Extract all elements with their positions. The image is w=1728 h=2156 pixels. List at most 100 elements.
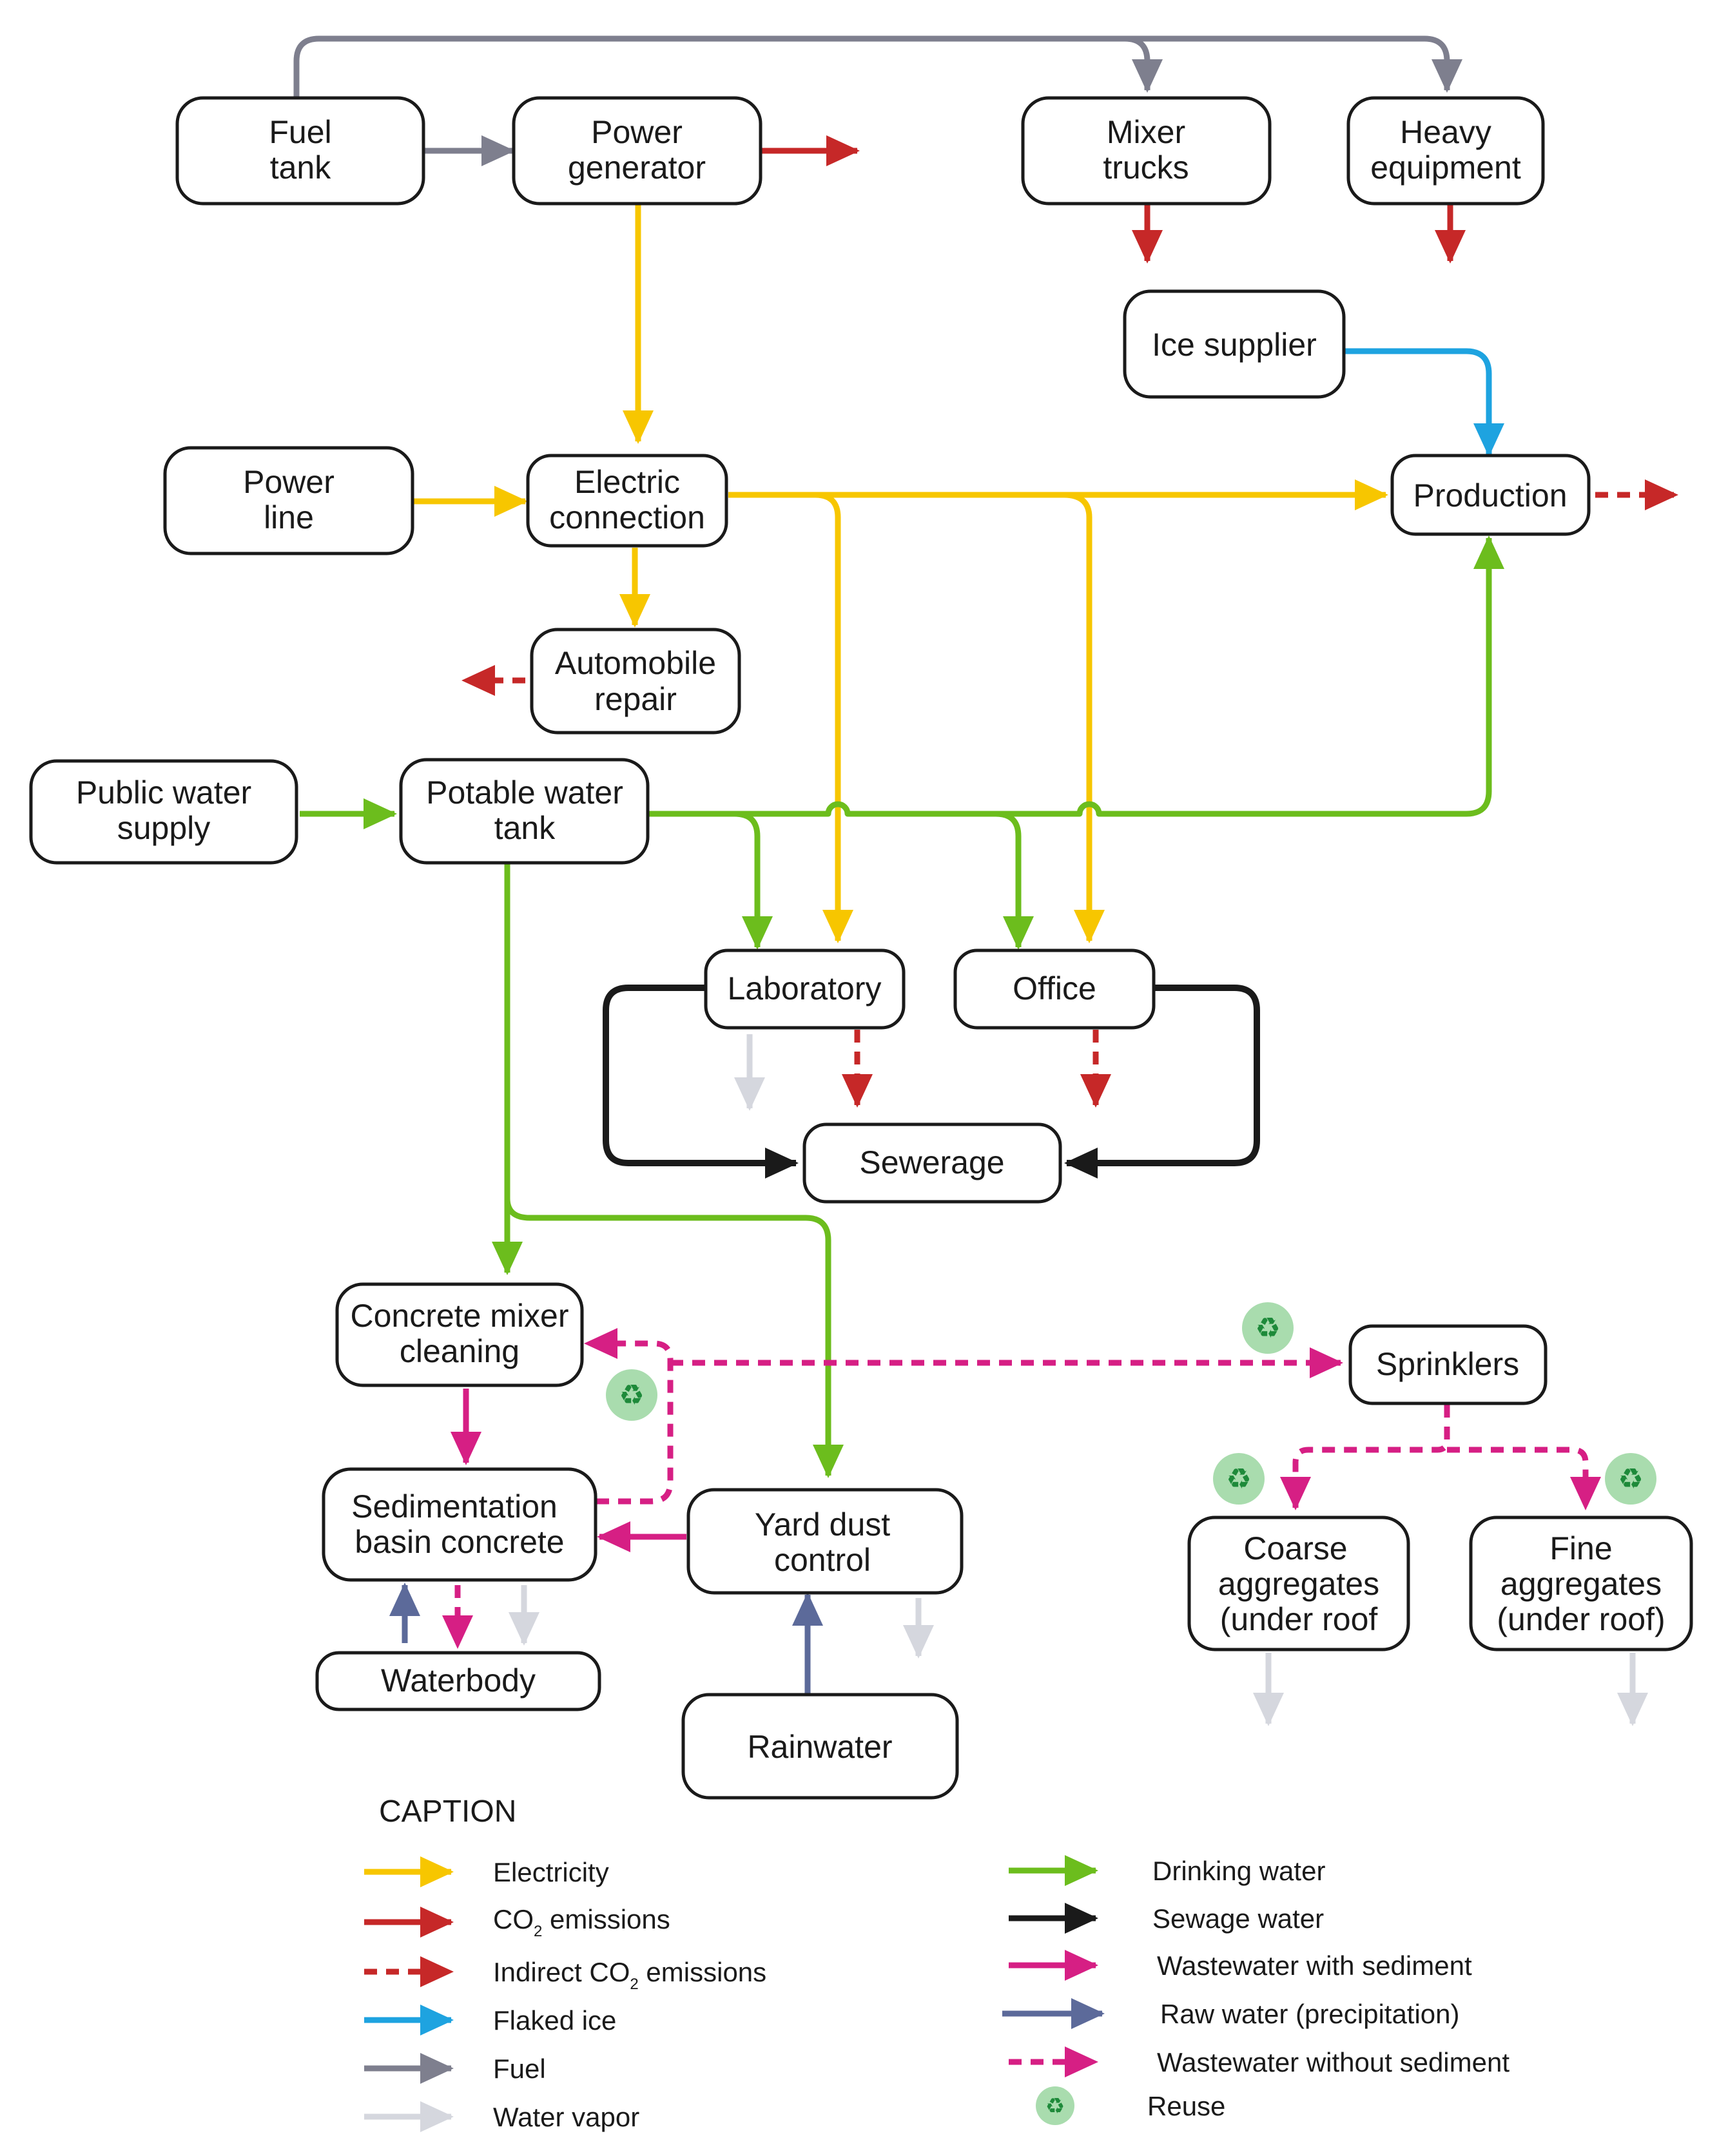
node-label: tank <box>270 149 332 186</box>
legend-item-wastewater-with-sediment: Wastewater with sediment <box>1009 1950 1472 1981</box>
legend-item-water-vapor: Water vapor <box>364 2101 639 2132</box>
node-ice-supplier: Ice supplier <box>1123 289 1346 399</box>
node-yard-dust-control: Yard dust control <box>686 1488 964 1595</box>
legend-label: Sewage water <box>1152 1903 1324 1934</box>
node-label: line <box>264 499 314 535</box>
node-label: Office <box>1013 970 1096 1006</box>
sewage-arrow-laboratory <box>603 985 799 1179</box>
node-automobile-repair: Automobile repair <box>530 628 741 735</box>
node-label: Electric <box>574 464 680 500</box>
legend-label: Fuel <box>493 2054 546 2084</box>
node-label: supply <box>117 810 211 846</box>
legend-label: Raw water (precipitation) <box>1160 1999 1460 2029</box>
node-potable-water-tank: Potable water tank <box>399 758 650 865</box>
fuel-arrow-to-mixer <box>1124 35 1163 93</box>
legend-item-raw-water: Raw water (precipitation) <box>1002 1998 1460 2029</box>
flow-arrows <box>293 35 1678 1726</box>
legend-item-indirect-co2: Indirect CO2 emissions <box>364 1956 766 1993</box>
svg-text:♻: ♻ <box>1045 2093 1065 2119</box>
node-public-water-supply: Public water supply <box>29 759 298 865</box>
node-label: Fine <box>1549 1530 1612 1566</box>
legend-label: Water vapor <box>493 2102 639 2132</box>
node-label: cleaning <box>400 1333 519 1369</box>
legend-item-sewage-water: Sewage water <box>1009 1903 1324 1934</box>
reuse-markers: ♻ ♻ ♻ ♻ <box>606 1302 1656 1505</box>
node-fuel-tank: Fuel tank <box>175 96 425 206</box>
flaked-ice-arrow <box>1344 348 1504 457</box>
node-label: Mixer <box>1107 114 1185 150</box>
node-label: Rainwater <box>747 1729 892 1765</box>
node-label: aggregates <box>1218 1566 1379 1602</box>
reuse-arrow-sprinklers-split <box>1280 1405 1450 1510</box>
legend-item-fuel: Fuel <box>364 2053 546 2084</box>
node-label: aggregates <box>1500 1566 1662 1602</box>
svg-text:♻: ♻ <box>1226 1463 1251 1496</box>
electricity-arrow-to-laboratory <box>815 492 853 943</box>
node-label: Public water <box>76 775 251 811</box>
node-label: control <box>774 1542 871 1578</box>
node-production: Production <box>1390 454 1591 536</box>
node-label: Potable water <box>426 775 623 811</box>
node-laboratory: Laboratory <box>704 948 906 1030</box>
node-label: Fuel <box>269 114 331 150</box>
node-mixer-trucks: Mixer trucks <box>1021 96 1272 206</box>
node-sedimentation-basin: Sedimentation basin concrete <box>322 1467 597 1582</box>
legend-label: Drinking water <box>1152 1856 1325 1886</box>
legend-item-reuse: ♻ Reuse <box>1036 2086 1225 2125</box>
node-sprinklers: Sprinklers <box>1348 1324 1548 1405</box>
legend-label: Wastewater with sediment <box>1157 1950 1472 1981</box>
node-label: equipment <box>1370 149 1521 186</box>
node-label: Automobile <box>555 645 716 681</box>
node-label: Coarse <box>1243 1530 1347 1566</box>
svg-text:♻: ♻ <box>1255 1312 1280 1345</box>
node-label: Ice supplier <box>1152 327 1317 363</box>
drinking-water-arrow-to-laboratory <box>734 811 773 950</box>
node-label: Heavy <box>1400 114 1491 150</box>
drinking-water-arrow-to-office <box>995 811 1034 950</box>
node-label: Power <box>243 464 335 500</box>
recycle-icon: ♻ <box>606 1369 657 1421</box>
node-label: Sedimentation <box>351 1488 558 1525</box>
nodes: Fuel tank Power generator Mixer trucks H… <box>29 96 1693 1800</box>
node-heavy-equipment: Heavy equipment <box>1346 96 1545 206</box>
node-label: Yard dust <box>755 1506 890 1543</box>
sewage-arrow-office <box>1064 985 1260 1179</box>
legend-label: Reuse <box>1147 2091 1225 2121</box>
legend: CAPTION Electricity CO2 emissions Indire… <box>364 1795 1510 2132</box>
legend-label: CO2 emissions <box>493 1904 670 1940</box>
node-label: (under roof <box>1220 1601 1378 1637</box>
recycle-icon: ♻ <box>1213 1453 1265 1505</box>
node-label: repair <box>594 681 677 717</box>
node-fine-aggregates: Fine aggregates (under roof) <box>1469 1516 1693 1651</box>
legend-item-wastewater-without-sediment: Wastewater without sediment <box>1009 2046 1510 2077</box>
node-electric-connection: Electric connection <box>526 454 728 548</box>
node-label: (under roof) <box>1497 1601 1665 1637</box>
node-label: Waterbody <box>381 1662 536 1699</box>
legend-item-drinking-water: Drinking water <box>1009 1855 1325 1886</box>
legend-item-electricity: Electricity <box>364 1856 609 1887</box>
node-rainwater: Rainwater <box>681 1693 959 1800</box>
node-concrete-mixer-cleaning: Concrete mixer cleaning <box>335 1282 584 1387</box>
legend-label: Flaked ice <box>493 2005 616 2036</box>
node-label: Sewerage <box>859 1144 1004 1180</box>
recycle-icon: ♻ <box>1036 2086 1074 2125</box>
drinking-water-arrow-to-yard-dust <box>504 1198 844 1478</box>
node-label: Sprinklers <box>1376 1346 1519 1382</box>
node-office: Office <box>953 948 1156 1030</box>
node-coarse-aggregates: Coarse aggregates (under roof <box>1187 1516 1410 1651</box>
recycle-icon: ♻ <box>1242 1302 1294 1354</box>
node-label: connection <box>549 499 705 535</box>
node-waterbody: Waterbody <box>315 1651 601 1711</box>
node-sewerage: Sewerage <box>802 1122 1062 1204</box>
legend-label: Indirect CO2 emissions <box>493 1957 766 1993</box>
reuse-arrow-to-fine <box>1447 1447 1601 1510</box>
node-label: tank <box>494 810 556 846</box>
electricity-arrow-to-office <box>1063 492 1105 943</box>
node-label: trucks <box>1103 149 1189 186</box>
node-label: Power <box>591 114 683 150</box>
legend-item-co2: CO2 emissions <box>364 1904 670 1940</box>
recycle-icon: ♻ <box>1605 1453 1656 1505</box>
node-power-line: Power line <box>163 446 414 555</box>
reuse-arrow-sedimentation-loop <box>584 1328 674 1505</box>
legend-label: Electricity <box>493 1857 609 1887</box>
